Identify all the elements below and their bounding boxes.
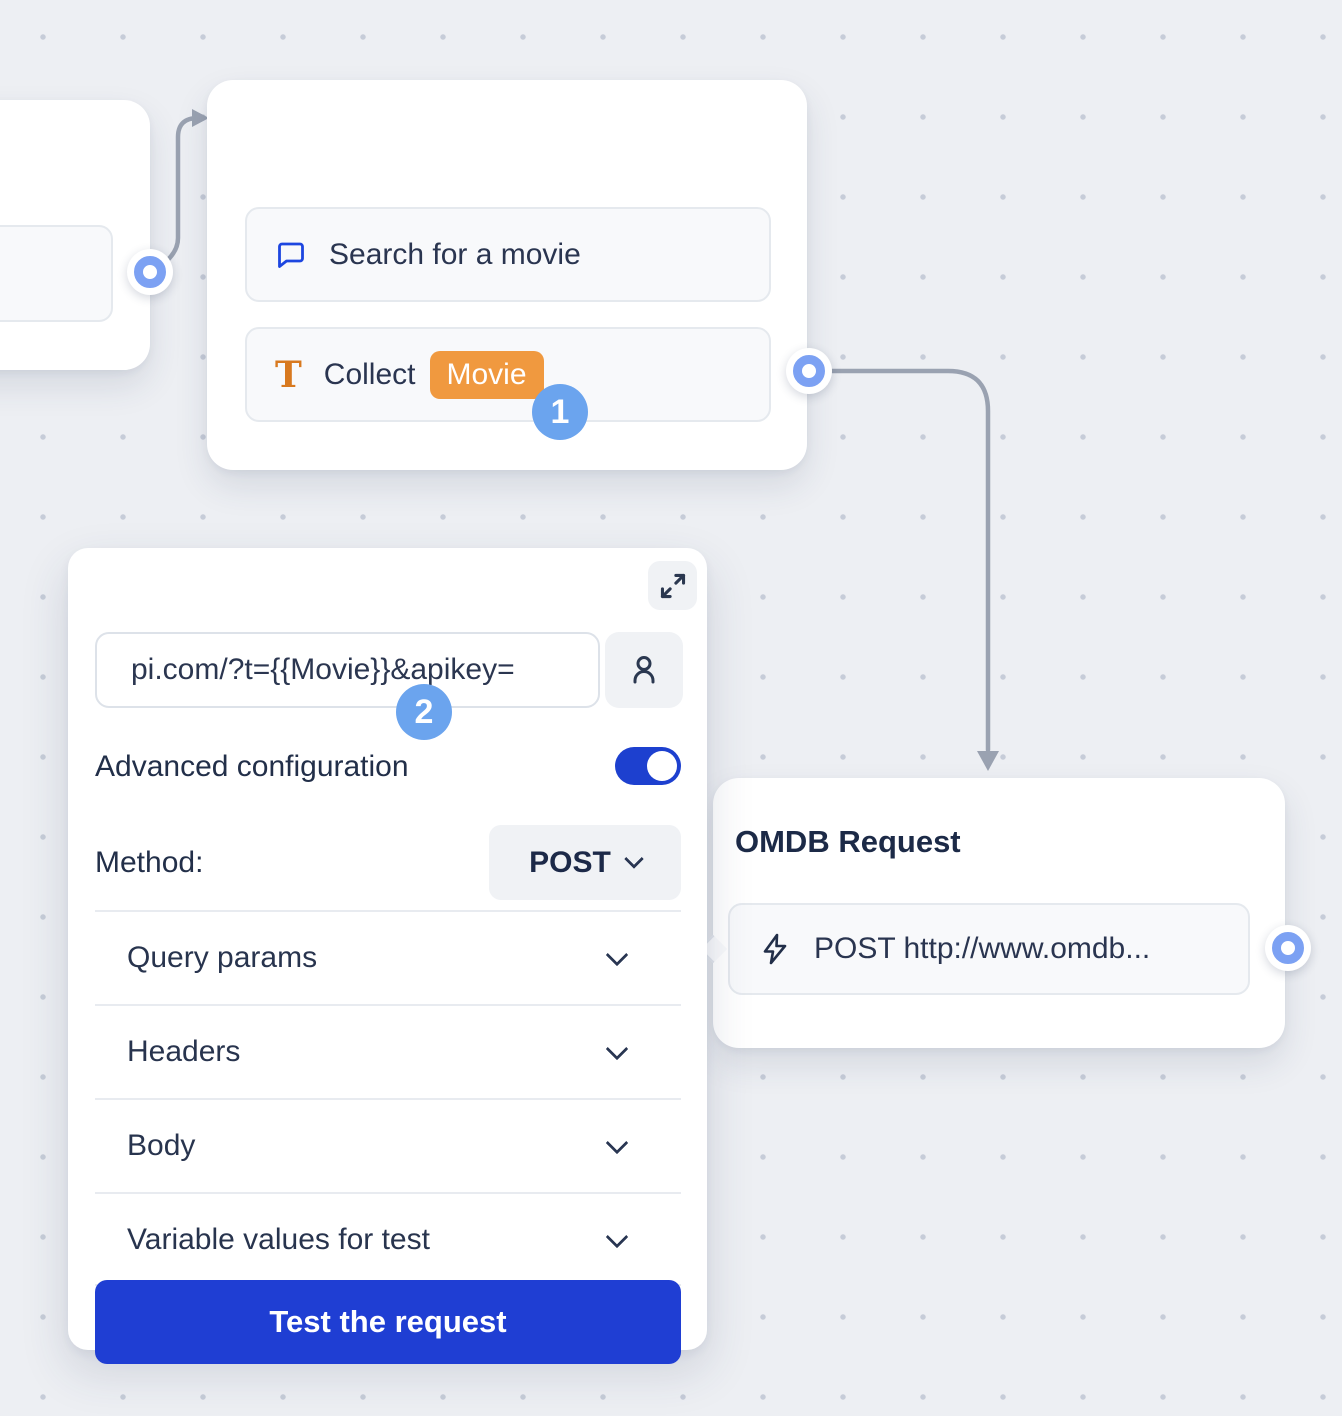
send-message-item[interactable]: Search for a movie <box>245 207 771 302</box>
headers-label: Headers <box>127 1035 241 1068</box>
connector-line-start-to-movie-search <box>160 115 201 267</box>
webhook-request-item[interactable]: POST http://www.omdb... <box>728 903 1250 995</box>
divider <box>95 1098 681 1100</box>
movie-search-node[interactable]: Movie search Search for a movie T Collec… <box>207 80 807 470</box>
webhook-editor-panel: Advanced configuration Method: POST Quer… <box>68 548 707 1364</box>
output-port-previous-node[interactable] <box>127 249 173 295</box>
variable-values-section[interactable]: Variable values for test <box>95 1194 681 1286</box>
omdb-node-title: OMDB Request <box>735 824 961 859</box>
chevron-down-icon <box>623 848 644 869</box>
expand-button[interactable] <box>648 561 697 610</box>
collect-input-item[interactable]: T Collect Movie <box>245 327 771 422</box>
output-port-omdb[interactable] <box>1265 925 1311 971</box>
insert-variable-button[interactable] <box>605 632 683 708</box>
test-request-button[interactable]: Test the request <box>95 1280 681 1364</box>
method-value: POST <box>529 845 611 879</box>
chevron-down-icon <box>605 1225 629 1249</box>
advanced-configuration-label: Advanced configuration <box>95 750 409 783</box>
person-icon <box>633 656 655 684</box>
chevron-down-icon <box>605 1131 629 1155</box>
port-halo <box>786 348 832 394</box>
output-port-movie-search[interactable] <box>786 348 832 394</box>
connector-arrowhead-right <box>192 109 209 127</box>
method-dropdown[interactable]: POST <box>489 825 681 900</box>
step-2-badge: 2 <box>396 684 452 740</box>
port-halo <box>1265 925 1311 971</box>
connector-line-movie-search-to-omdb <box>823 368 991 753</box>
previous-node-item[interactable] <box>0 225 113 322</box>
divider <box>95 1004 681 1006</box>
omdb-request-node[interactable]: OMDB Request POST http://www.omdb... <box>713 778 1285 1048</box>
divider <box>95 1192 681 1194</box>
query-params-section[interactable]: Query params <box>95 912 681 1004</box>
expand-icon <box>660 573 685 598</box>
webhook-url-input[interactable] <box>95 632 600 708</box>
step-1-badge: 1 <box>532 384 588 440</box>
text-input-icon: T <box>275 353 302 396</box>
previous-node-card[interactable] <box>0 100 150 370</box>
webhook-request-label: POST http://www.omdb... <box>814 932 1151 965</box>
method-label: Method: <box>95 846 204 879</box>
port-ring <box>793 355 825 387</box>
movie-variable-badge[interactable]: Movie <box>429 350 544 399</box>
body-label: Body <box>127 1129 196 1162</box>
chevron-down-icon <box>605 943 629 967</box>
chevron-down-icon <box>605 1037 629 1061</box>
toggle-knob <box>647 751 677 781</box>
port-halo <box>127 249 173 295</box>
chat-bubble-icon <box>278 242 304 268</box>
port-ring <box>1272 932 1304 964</box>
headers-section[interactable]: Headers <box>95 1006 681 1098</box>
advanced-configuration-toggle[interactable] <box>615 747 681 785</box>
port-ring <box>134 256 166 288</box>
divider <box>95 910 681 912</box>
lightning-bolt-icon <box>763 933 787 965</box>
query-params-label: Query params <box>127 941 318 974</box>
connector-arrowhead-down <box>977 751 999 771</box>
body-section[interactable]: Body <box>95 1100 681 1192</box>
collect-item-label: Collect <box>323 357 416 391</box>
send-message-item-label: Search for a movie <box>329 237 581 271</box>
variable-values-label: Variable values for test <box>127 1223 430 1256</box>
